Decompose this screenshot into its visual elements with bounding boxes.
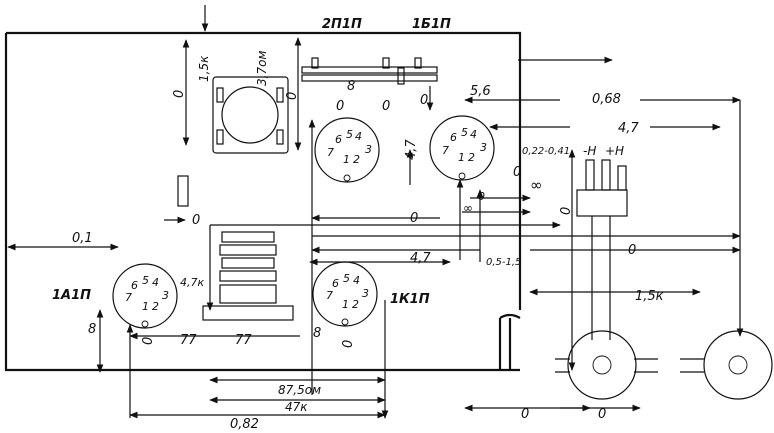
svg-text:4: 4 [353, 274, 360, 287]
pins-1a1p: 6 5 4 7 3 1 2 [125, 274, 169, 313]
label-1a1p: 1А1П [52, 288, 91, 303]
svg-text:3: 3 [365, 143, 372, 156]
svg-text:4,7: 4,7 [410, 251, 431, 266]
svg-text:6: 6 [332, 277, 339, 290]
svg-text:0,1: 0,1 [72, 231, 93, 246]
svg-text:0,82: 0,82 [230, 417, 259, 432]
svg-text:0: 0 [420, 93, 428, 108]
svg-text:7: 7 [327, 146, 334, 159]
svg-text:8: 8 [347, 79, 355, 94]
svg-text:4: 4 [152, 276, 159, 289]
pins-1k1p: 6 5 4 7 3 1 2 [326, 272, 369, 311]
svg-text:4: 4 [355, 130, 362, 143]
svg-text:77: 77 [235, 333, 252, 348]
svg-text:7: 7 [442, 144, 449, 157]
output-transformer [212, 76, 289, 154]
chassis-outline [4, 5, 522, 372]
svg-text:5: 5 [346, 128, 353, 141]
svg-text:0: 0 [341, 340, 356, 348]
label-1k1p: 1К1П [390, 292, 430, 307]
svg-text:1: 1 [142, 300, 149, 313]
svg-text:0: 0 [628, 243, 636, 258]
svg-text:0: 0 [410, 211, 418, 226]
svg-text:5: 5 [142, 274, 149, 287]
svg-text:1,5к: 1,5к [197, 55, 211, 82]
svg-text:3: 3 [162, 289, 169, 302]
svg-text:1: 1 [342, 298, 349, 311]
svg-text:0: 0 [559, 207, 574, 215]
svg-text:5: 5 [343, 272, 350, 285]
svg-text:77: 77 [180, 333, 197, 348]
svg-text:0: 0 [598, 407, 606, 422]
svg-text:2: 2 [352, 298, 359, 311]
svg-text:3,7ом: 3,7ом [255, 51, 269, 86]
svg-text:6: 6 [335, 133, 342, 146]
svg-text:0: 0 [172, 90, 187, 98]
tube-socket-1a1p [112, 263, 178, 329]
external-socket-right [680, 330, 773, 400]
svg-text:0: 0 [285, 92, 300, 100]
svg-text:0,5-1,5: 0,5-1,5 [486, 257, 521, 268]
svg-text:4,7к: 4,7к [180, 276, 204, 289]
svg-text:7: 7 [326, 289, 333, 302]
tube-socket-2p1p [314, 117, 380, 183]
svg-text:∞: ∞ [530, 176, 543, 194]
svg-text:∞: ∞ [463, 201, 473, 215]
svg-text:8: 8 [88, 322, 96, 337]
dimension-lines [7, 37, 744, 419]
svg-text:2: 2 [353, 153, 360, 166]
svg-text:7: 7 [125, 291, 132, 304]
svg-text:47к: 47к [285, 400, 308, 414]
svg-text:2: 2 [152, 300, 159, 313]
svg-text:0: 0 [192, 213, 200, 228]
svg-text:0,68: 0,68 [592, 92, 621, 107]
svg-text:0,22-0,41: 0,22-0,41 [522, 146, 570, 157]
svg-text:3: 3 [480, 141, 487, 154]
pins-1b1p: 6 5 4 7 3 1 2 [442, 126, 487, 164]
svg-text:2: 2 [468, 151, 475, 164]
svg-text:6: 6 [131, 279, 138, 292]
label-minus-h: -Н [583, 144, 596, 158]
svg-text:3: 3 [362, 287, 369, 300]
svg-text:4: 4 [470, 128, 477, 141]
svg-text:0: 0 [141, 337, 156, 345]
label-plus-h: +Н [605, 144, 624, 158]
svg-text:0: 0 [382, 99, 390, 114]
battery-connector [576, 159, 628, 340]
svg-text:0: 0 [521, 407, 529, 422]
component-values: 1,5к 3,7ом 0 0 8 0 0 4,7 0 5,6 0,68 4,7 … [72, 51, 664, 432]
svg-text:87,5ом: 87,5ом [278, 383, 321, 397]
svg-text:0: 0 [513, 165, 521, 180]
terminal-strip [301, 57, 438, 85]
svg-text:4,7: 4,7 [404, 139, 419, 160]
svg-text:1: 1 [343, 153, 350, 166]
svg-text:8: 8 [313, 326, 321, 341]
svg-text:0: 0 [336, 99, 344, 114]
pins-2p1p: 6 5 4 7 3 1 2 [327, 128, 372, 166]
external-socket-left [555, 330, 658, 400]
svg-text:5: 5 [461, 126, 468, 139]
svg-text:5,6: 5,6 [470, 84, 491, 99]
svg-text:1: 1 [458, 151, 465, 164]
label-1b1p: 1Б1П [412, 17, 451, 32]
coil-stack [177, 175, 294, 321]
svg-text:6: 6 [450, 131, 457, 144]
svg-text:4,7: 4,7 [618, 121, 639, 136]
svg-text:0: 0 [478, 190, 485, 203]
svg-text:1,5к: 1,5к [635, 289, 664, 304]
label-2p1p: 2П1П [322, 17, 362, 32]
